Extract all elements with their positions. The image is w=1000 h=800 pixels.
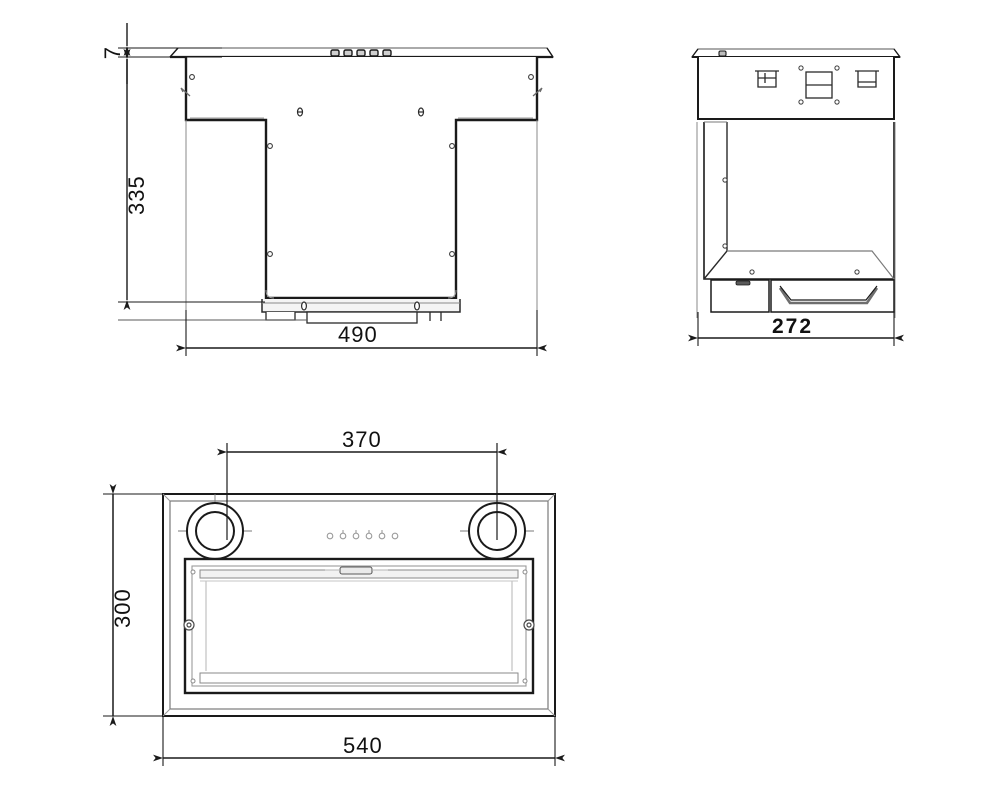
bottom-view-dimensions <box>103 443 565 766</box>
rear-view-dimensions <box>118 23 547 356</box>
dimension-label-335: 335 <box>124 175 149 215</box>
side-view-geometry <box>691 48 901 318</box>
dimension-label-540: 540 <box>343 733 383 758</box>
button-row <box>326 530 399 540</box>
dimension-label-300: 300 <box>110 588 135 628</box>
rear-view-geometry <box>118 47 554 324</box>
dimension-label-370: 370 <box>342 427 382 452</box>
dimension-label-490: 490 <box>338 322 378 347</box>
lamp-left <box>178 494 252 568</box>
side-view-dimensions <box>688 312 904 346</box>
dimension-label-272: 272 <box>772 315 814 338</box>
dimension-label-7: 7 <box>100 46 125 60</box>
bottom-view-geometry <box>162 493 556 717</box>
